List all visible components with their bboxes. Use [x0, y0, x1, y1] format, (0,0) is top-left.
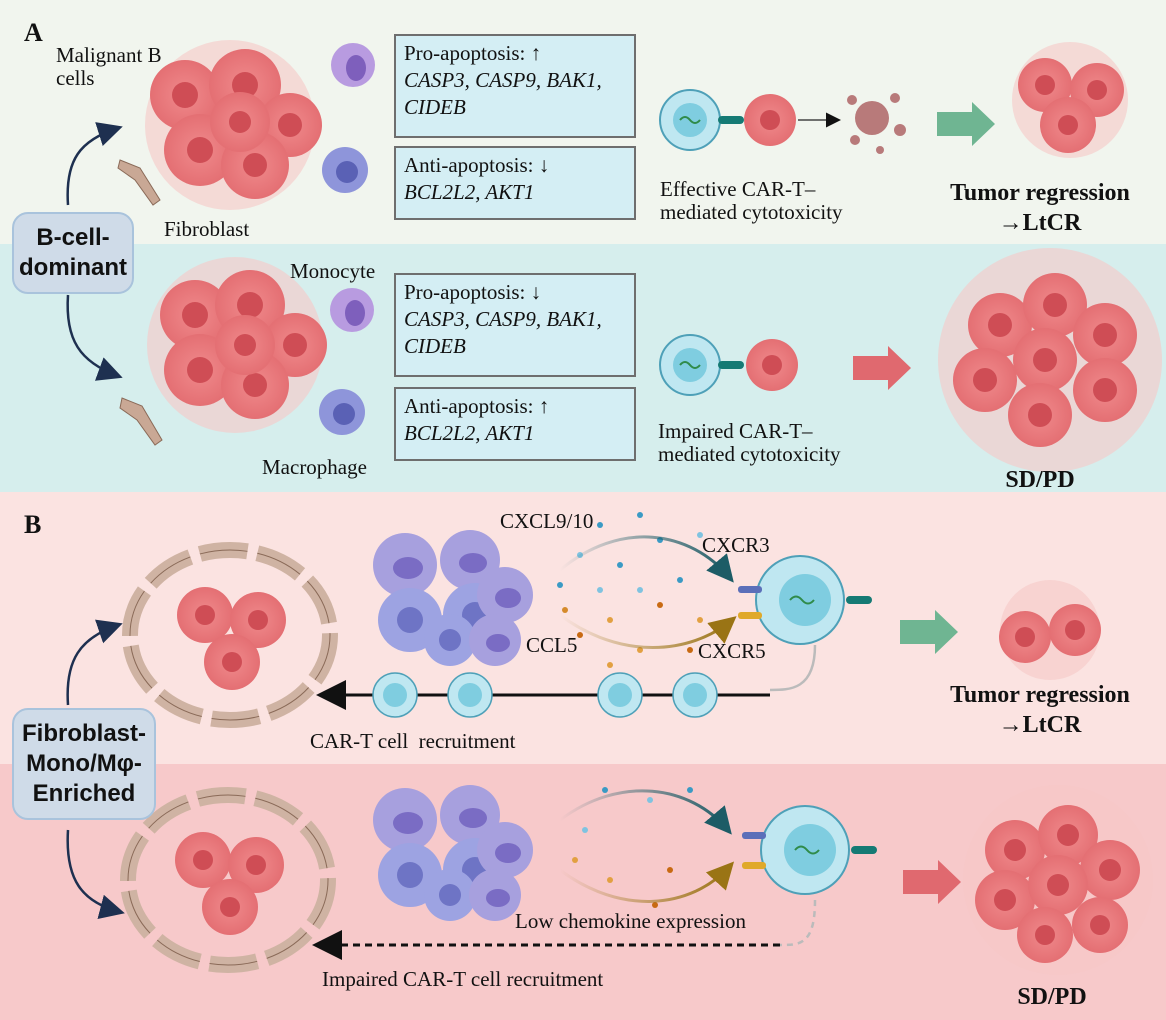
fibroblast-a-bottom — [119, 397, 163, 446]
pro-apoptosis-title: Pro-apoptosis: — [404, 280, 526, 304]
ccl5-arrow-b-bottom — [559, 861, 735, 903]
macrophage-label: Macrophage — [262, 455, 367, 479]
tumor-regression-label-b: Tumor regression →LtCR — [950, 682, 1130, 738]
chemokine-dots-b-top — [557, 512, 703, 668]
effective-cytotoxicity-label: Effective CAR-T– mediated cytotoxicity — [660, 177, 843, 224]
tumor-regression-label-a: Tumor regression →LtCR — [950, 180, 1130, 236]
pro-apoptosis-genes: CASP3, CASP9, BAK1, CIDEB — [404, 68, 602, 119]
apoptotic-debris — [847, 93, 906, 154]
tumor-cluster-a-top — [145, 40, 322, 210]
myeloid-cluster-b-top — [373, 530, 533, 666]
macrophage-a-bottom — [319, 389, 365, 435]
fibroblast-label: Fibroblast — [164, 217, 250, 241]
large-tumor-b — [963, 785, 1153, 975]
tumor-cluster-a-bottom — [147, 257, 327, 433]
macrophage-a-top — [322, 147, 368, 193]
up-arrow-icon: ↑ — [538, 394, 550, 418]
migrating-car-t-cells — [372, 672, 718, 718]
fibroblast-a-top — [117, 159, 161, 206]
cxcl-arrow-b-bottom — [559, 789, 732, 835]
small-tumor-b — [999, 580, 1101, 680]
car-t-cell-b-bottom — [742, 805, 877, 895]
pro-apoptosis-box-a-top: Pro-apoptosis: ↑ CASP3, CASP9, BAK1, CID… — [394, 34, 636, 138]
anti-apoptosis-box-a-bottom: Anti-apoptosis: ↑ BCL2L2, AKT1 — [394, 387, 636, 461]
tumor-cell-a-bottom-target — [746, 339, 798, 391]
fibroblast-ring-b-bottom — [120, 787, 336, 973]
cxcr3-label: CXCR3 — [702, 533, 770, 557]
monocyte-a-top — [331, 43, 375, 87]
cxcl9-10-label: CXCL9/10 — [500, 509, 594, 533]
malignant-b-cells-label: Malignant B cells — [56, 43, 162, 90]
anti-apoptosis-box-a-top: Anti-apoptosis: ↓ BCL2L2, AKT1 — [394, 146, 636, 220]
large-tumor-a — [938, 248, 1162, 472]
up-arrow-icon: ↑ — [530, 41, 542, 65]
down-arrow-icon: ↓ — [530, 280, 542, 304]
dashed-return-b-bottom — [779, 899, 817, 947]
regression-arrow-b — [900, 610, 958, 654]
ccl5-label: CCL5 — [526, 633, 578, 657]
pro-apoptosis-genes: CASP3, CASP9, BAK1, CIDEB — [404, 307, 602, 358]
sd-pd-label-b: SD/PD — [1017, 984, 1087, 1010]
tumor-cluster-b-top — [177, 587, 286, 690]
panel-a-letter: A — [24, 18, 43, 47]
small-tumor-a — [1012, 42, 1128, 158]
progression-arrow-b — [903, 860, 961, 904]
impaired-recruitment-label: Impaired CAR-T cell recruitment — [322, 967, 604, 991]
anti-apoptosis-genes: BCL2L2, AKT1 — [404, 180, 535, 204]
car-t-cell-a-bottom — [659, 334, 744, 396]
regression-arrow-a — [937, 102, 995, 146]
down-arrow-icon: ↓ — [538, 153, 550, 177]
return-path-b-top — [769, 644, 817, 692]
fibroblast-ring-b-top — [122, 542, 338, 728]
low-chemokine-label: Low chemokine expression — [515, 909, 746, 933]
cxcl-arrow-b-top — [559, 535, 734, 583]
car-t-recruitment-label: CAR-T cell recruitment — [310, 729, 516, 753]
monocyte-label: Monocyte — [290, 259, 376, 283]
sd-pd-label-a: SD/PD — [1005, 467, 1075, 493]
impaired-cytotoxicity-label: Impaired CAR-T– mediated cytotoxicity — [658, 419, 841, 466]
progression-arrow-a — [853, 346, 911, 390]
branch-arrow-b-down — [66, 829, 125, 919]
car-t-cell-a-top — [659, 89, 744, 151]
group-b-cell-dominant: B-cell- dominant — [12, 212, 134, 294]
branch-arrow-b-up — [66, 619, 123, 706]
anti-apoptosis-title: Anti-apoptosis: — [404, 153, 534, 177]
ccl5-arrow-b-top — [559, 613, 737, 649]
anti-apoptosis-title: Anti-apoptosis: — [404, 394, 534, 418]
monocyte-a-bottom — [330, 288, 374, 332]
pro-apoptosis-title: Pro-apoptosis: — [404, 41, 526, 65]
myeloid-cluster-b-bottom — [373, 785, 533, 921]
group-fibroblast-mono-enriched: Fibroblast- Mono/Mφ- Enriched — [12, 708, 156, 820]
sparse-chemokine-dots — [572, 787, 693, 908]
branch-arrow-a-up — [66, 122, 123, 206]
cxcr5-label: CXCR5 — [698, 639, 766, 663]
anti-apoptosis-genes: BCL2L2, AKT1 — [404, 421, 535, 445]
car-t-cell-b-top — [738, 555, 872, 645]
branch-arrow-a-down — [66, 294, 123, 381]
tumor-cluster-b-bottom — [175, 832, 284, 935]
pro-apoptosis-box-a-bottom: Pro-apoptosis: ↓ CASP3, CASP9, BAK1, CID… — [394, 273, 636, 377]
panel-b-letter: B — [24, 510, 42, 539]
tumor-cell-a-top-target — [744, 94, 796, 146]
